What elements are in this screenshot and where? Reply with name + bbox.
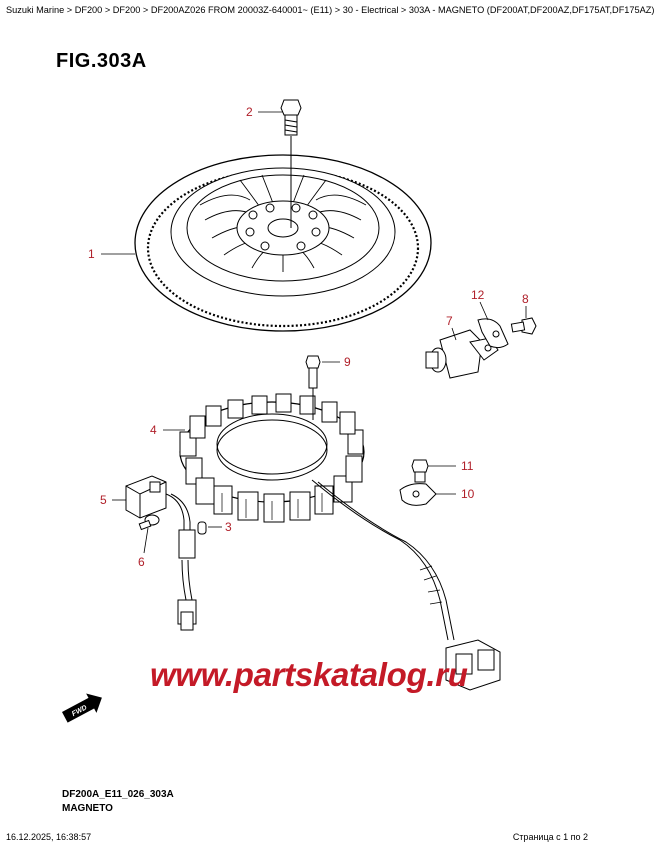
wire-clamp[interactable] bbox=[399, 483, 437, 506]
callout-1[interactable]: 1 bbox=[88, 247, 95, 261]
breadcrumb-item-current: 303A - MAGNETO (DF200AT,DF200AZ,DF175AT,… bbox=[408, 5, 654, 15]
figure-title: FIG.303A bbox=[56, 50, 147, 72]
stator-bolt[interactable] bbox=[305, 355, 321, 420]
callout-12[interactable]: 12 bbox=[471, 288, 485, 302]
breadcrumb-item-electrical[interactable]: 30 - Electrical bbox=[342, 5, 399, 15]
breadcrumb-item-df200-model[interactable]: DF200 bbox=[112, 5, 141, 15]
dowel-pin[interactable] bbox=[197, 521, 207, 535]
callout-3[interactable]: 3 bbox=[225, 520, 232, 534]
breadcrumb-separator: > bbox=[140, 5, 151, 15]
callout-9[interactable]: 9 bbox=[344, 355, 351, 369]
breadcrumb: Suzuki Marine > DF200 > DF200 > DF200AZ0… bbox=[6, 4, 654, 16]
breadcrumb-item-serial[interactable]: DF200AZ026 FROM 20003Z-640001~ (E11) bbox=[150, 5, 333, 15]
callout-11[interactable]: 11 bbox=[461, 459, 474, 473]
figure-caption: MAGNETO bbox=[62, 803, 113, 814]
breadcrumb-separator: > bbox=[398, 5, 409, 15]
fwd-arrow: FWD bbox=[62, 693, 102, 723]
callout-7[interactable]: 7 bbox=[446, 314, 453, 328]
callout-4[interactable]: 4 bbox=[150, 423, 157, 437]
callouts: 1 2 3 4 5 6 7 8 9 10 11 12 bbox=[88, 105, 529, 569]
stator-connector[interactable] bbox=[445, 639, 501, 691]
pulser-screw[interactable] bbox=[138, 514, 160, 531]
breadcrumb-separator: > bbox=[332, 5, 343, 15]
crank-position-sensor[interactable] bbox=[425, 329, 499, 379]
print-timestamp: 16.12.2025, 16:38:57 bbox=[6, 832, 92, 842]
sensor-bolt[interactable] bbox=[510, 317, 537, 335]
leader-lines bbox=[101, 111, 527, 554]
callout-2[interactable]: 2 bbox=[246, 105, 253, 119]
watermark: www.partskatalog.ru bbox=[150, 656, 468, 693]
figure-code: DF200A_E11_026_303A bbox=[62, 789, 174, 800]
callout-8[interactable]: 8 bbox=[522, 292, 529, 306]
callout-10[interactable]: 10 bbox=[461, 487, 475, 501]
clamp-bolt[interactable] bbox=[411, 459, 429, 483]
flywheel[interactable] bbox=[134, 154, 432, 332]
flywheel-bolt[interactable] bbox=[280, 99, 302, 228]
stator[interactable] bbox=[179, 393, 455, 641]
callout-6[interactable]: 6 bbox=[138, 555, 145, 569]
callout-5[interactable]: 5 bbox=[100, 493, 107, 507]
magneto-diagram: 1 2 3 4 5 6 7 8 9 10 11 12 FWD bbox=[62, 99, 537, 723]
breadcrumb-item-suzuki-marine[interactable]: Suzuki Marine bbox=[6, 5, 65, 15]
breadcrumb-separator: > bbox=[102, 5, 113, 15]
page-info: Страница с 1 по 2 bbox=[512, 832, 588, 842]
breadcrumb-item-df200[interactable]: DF200 bbox=[74, 5, 103, 15]
pulser-coil[interactable] bbox=[125, 475, 197, 631]
breadcrumb-separator: > bbox=[64, 5, 75, 15]
